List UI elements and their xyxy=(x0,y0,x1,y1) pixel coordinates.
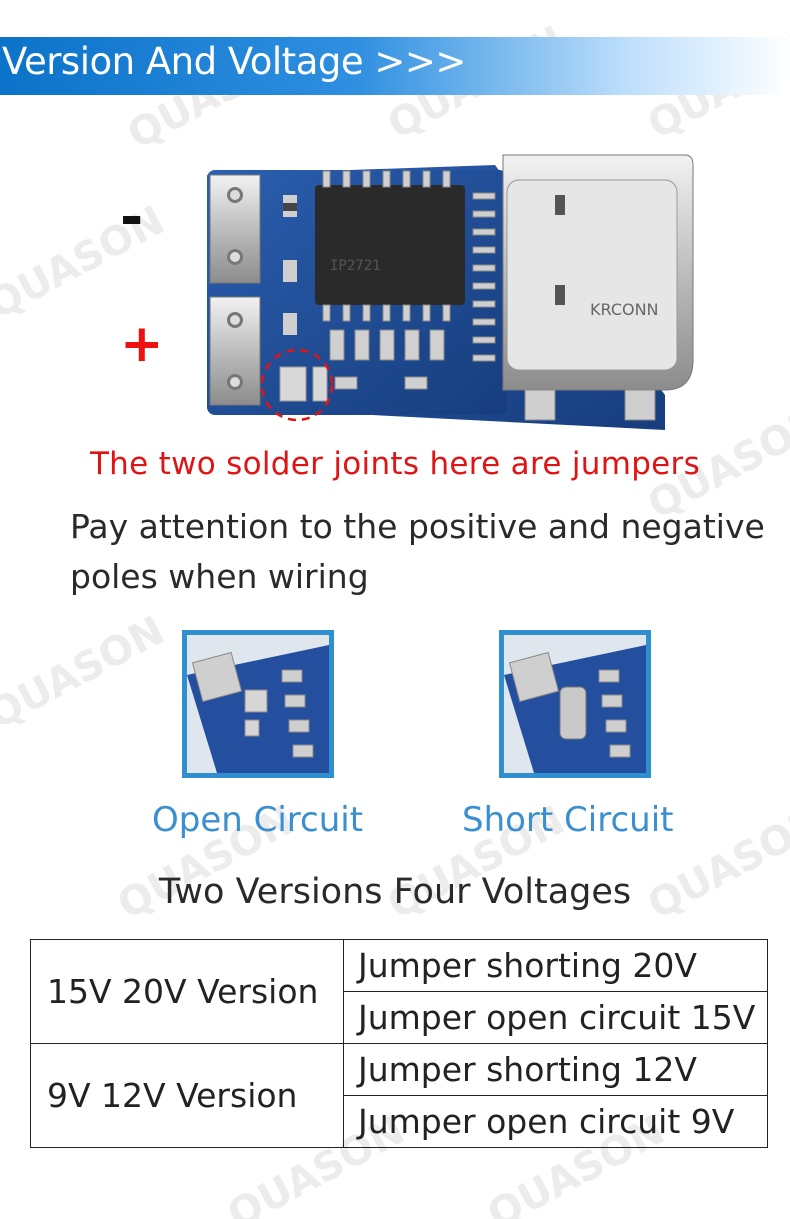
voltage-option-cell: Jumper open circuit 15V xyxy=(343,991,768,1044)
versions-table: 15V 20V Version Jumper shorting 20V Jump… xyxy=(30,939,768,1148)
connector-marking-text: KRCONN xyxy=(590,300,659,319)
watermark: QUASON xyxy=(0,197,173,329)
table-row: Jumper open circuit 9V xyxy=(31,1095,768,1148)
pd-trigger-board-image: IP2721 KRCONN xyxy=(207,154,694,430)
watermark: QUASON xyxy=(0,607,173,739)
negative-pole-sign: - xyxy=(120,185,144,250)
version-name-cell: 9V 12V Version xyxy=(30,1043,344,1148)
voltage-option-cell: Jumper shorting 12V xyxy=(343,1043,768,1096)
voltage-option-cell: Jumper open circuit 9V xyxy=(343,1095,768,1148)
jumper-highlight-circle xyxy=(260,348,334,422)
open-circuit-image xyxy=(182,630,334,778)
table-row: 9V 12V Version Jumper shorting 12V xyxy=(30,1043,768,1148)
header-banner xyxy=(0,37,790,95)
table-row: 15V 20V Version Jumper shorting 20V xyxy=(30,939,768,1044)
table-row: Jumper open circuit 15V xyxy=(31,991,768,1044)
section-title: Version And Voltage >>> xyxy=(2,40,466,83)
short-circuit-image xyxy=(499,630,651,778)
version-name-cell: 15V 20V Version xyxy=(30,939,344,1044)
chip-marking-text: IP2721 xyxy=(330,258,381,274)
positive-pole-sign: + xyxy=(120,314,164,374)
short-circuit-label: Short Circuit xyxy=(462,800,674,840)
versions-heading: Two Versions Four Voltages xyxy=(158,872,632,912)
open-circuit-label: Open Circuit xyxy=(152,800,364,840)
voltage-option-cell: Jumper shorting 20V xyxy=(343,939,768,992)
jumper-note: The two solder joints here are jumpers xyxy=(89,446,701,482)
wiring-note: Pay attention to the positive and negati… xyxy=(70,507,765,596)
